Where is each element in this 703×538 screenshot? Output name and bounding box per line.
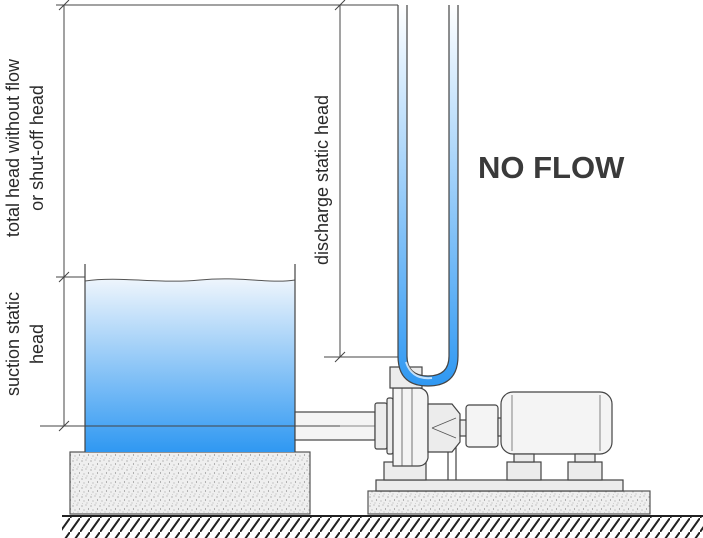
total-head-label-line1: total head without flow [3,58,23,237]
ground-hatch [62,516,703,538]
motor-foot-right [567,461,603,481]
dimension-lines [40,0,398,432]
pump-baseplate [375,479,624,492]
pump-casing [392,387,429,467]
pump-foundation [367,490,651,515]
suction-head-label-line2: head [27,324,47,364]
discharge-head-label: discharge static head [312,95,332,265]
coupling [465,404,499,448]
no-flow-title: NO FLOW [478,150,625,185]
tank-water [85,278,295,452]
discharge-pipe-water [398,5,458,386]
suction-head-label-line1: suction static [3,292,23,396]
motor-foot-left [506,461,542,481]
discharge-pipe-outline [397,5,459,387]
motor-body [500,391,613,455]
suction-flange [374,402,388,450]
tank-foundation [69,451,311,515]
water-surface [84,278,296,282]
bearing-housing [427,403,461,453]
total-head-label-line2: or shut-off head [27,85,47,211]
